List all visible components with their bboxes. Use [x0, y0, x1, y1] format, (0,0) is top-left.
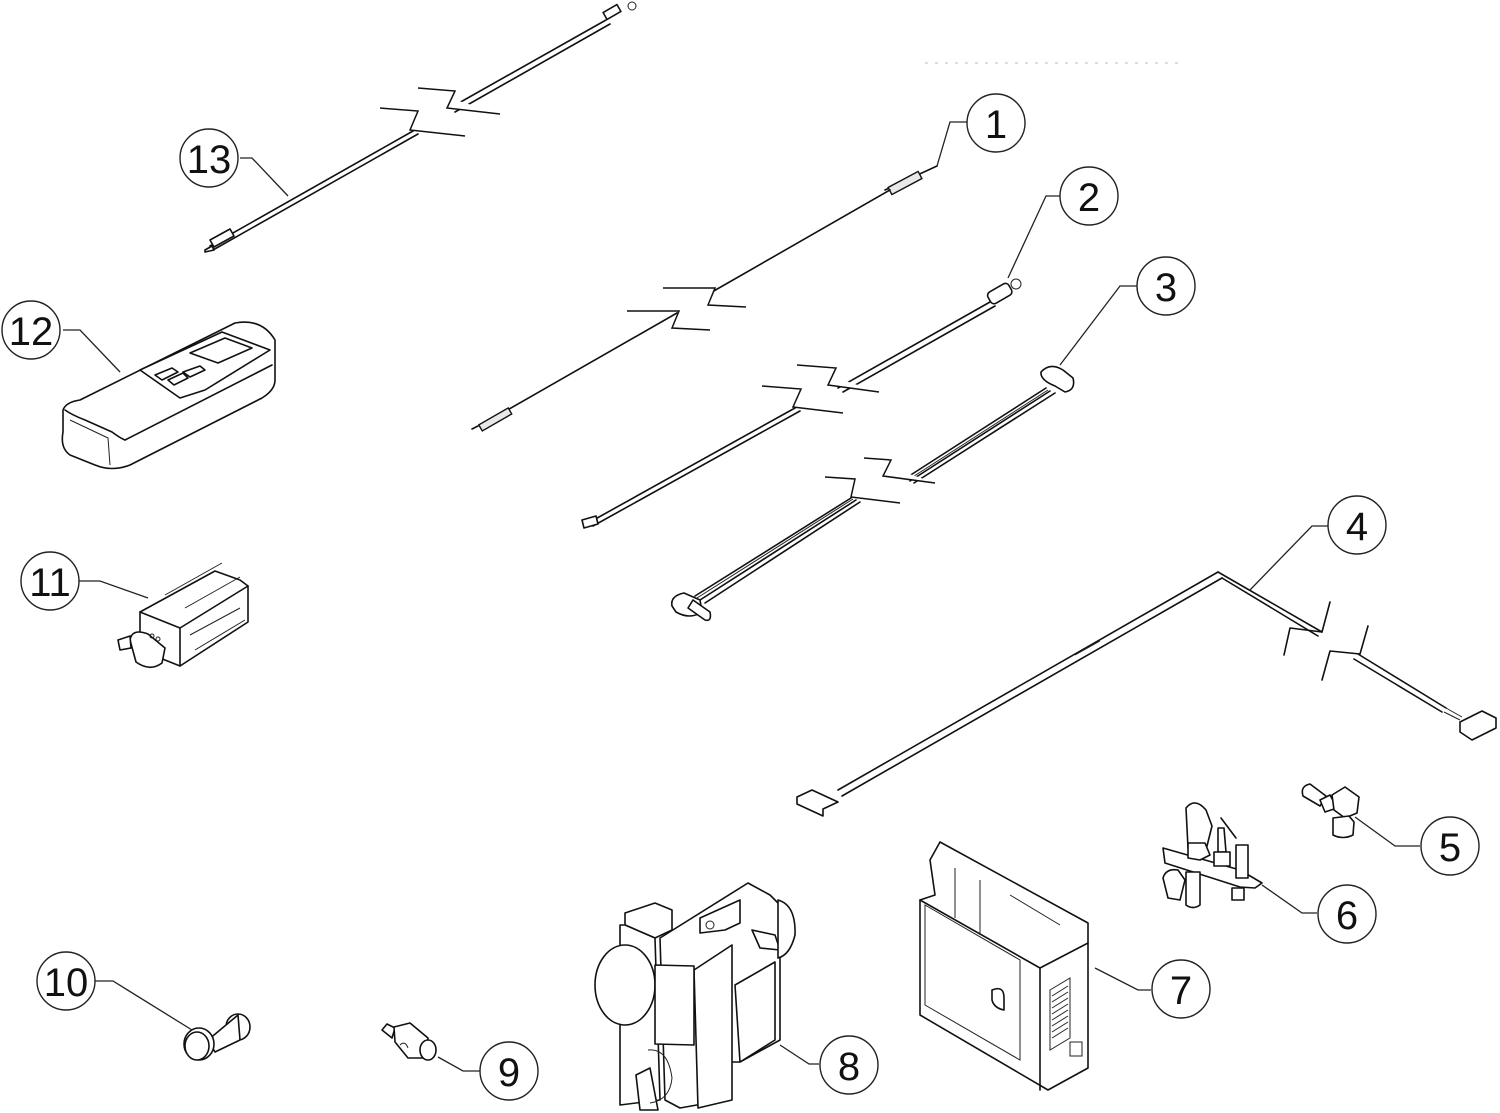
- callout-1: 1: [966, 93, 1026, 153]
- part-6-pilot-assembly[interactable]: [1162, 802, 1263, 909]
- leader-9: [437, 1056, 480, 1072]
- callout-number: 8: [838, 1045, 860, 1089]
- leader-12: [63, 329, 121, 373]
- callout-9: 9: [479, 1041, 539, 1101]
- leader-4: [1249, 525, 1328, 591]
- callout-12: 12: [1, 300, 61, 360]
- leader-2: [1007, 195, 1060, 279]
- callout-number: 1: [985, 103, 1007, 147]
- leader-1: [936, 121, 967, 167]
- callout-7: 7: [1151, 959, 1211, 1019]
- callout-number: 13: [187, 138, 232, 182]
- part-5-elbow-fitting[interactable]: [1301, 783, 1360, 839]
- callout-number: 3: [1155, 266, 1177, 310]
- part-13-wire-lead[interactable]: [204, 1, 637, 253]
- callout-number: 4: [1346, 505, 1368, 549]
- leader-7: [1094, 967, 1151, 991]
- callout-number: 2: [1078, 176, 1100, 220]
- leader-lines: [63, 121, 1420, 1072]
- part-12-remote-control[interactable]: [61, 321, 276, 470]
- callout-number: 12: [9, 310, 54, 354]
- callout-number: 9: [498, 1051, 520, 1095]
- leader-3: [1059, 285, 1137, 366]
- callout-6: 6: [1317, 884, 1377, 944]
- callout-13: 13: [179, 128, 239, 188]
- part-4-ribbon-harness[interactable]: [796, 571, 1497, 817]
- part-1-wire-lead[interactable]: [471, 165, 938, 432]
- callout-number: 10: [44, 961, 89, 1005]
- leader-6: [1261, 884, 1317, 914]
- part-9-adapter-fitting[interactable]: [381, 1022, 437, 1061]
- callout-10: 10: [36, 951, 96, 1011]
- callout-4: 4: [1327, 495, 1387, 555]
- callout-number: 6: [1336, 894, 1358, 938]
- callout-8: 8: [819, 1035, 879, 1095]
- part-8-gas-valve[interactable]: [594, 882, 796, 1111]
- part-10-knob[interactable]: [183, 1013, 251, 1061]
- callout-number: 5: [1439, 826, 1461, 870]
- part-7-control-module[interactable]: [919, 841, 1089, 1091]
- part-11-battery-holder[interactable]: [117, 562, 249, 669]
- callout-5: 5: [1420, 816, 1480, 876]
- part-3-harness[interactable]: [670, 365, 1075, 622]
- leader-5: [1354, 816, 1420, 847]
- part-2-wire-lead[interactable]: [581, 278, 1022, 529]
- leader-8: [779, 1044, 819, 1065]
- leader-11: [78, 580, 149, 599]
- callout-number: 7: [1170, 969, 1192, 1013]
- leader-10: [95, 980, 193, 1031]
- callout-3: 3: [1136, 256, 1196, 316]
- callout-2: 2: [1059, 166, 1119, 226]
- callout-number: 11: [29, 561, 71, 605]
- leader-13: [240, 157, 289, 197]
- callout-11: 11: [20, 551, 80, 611]
